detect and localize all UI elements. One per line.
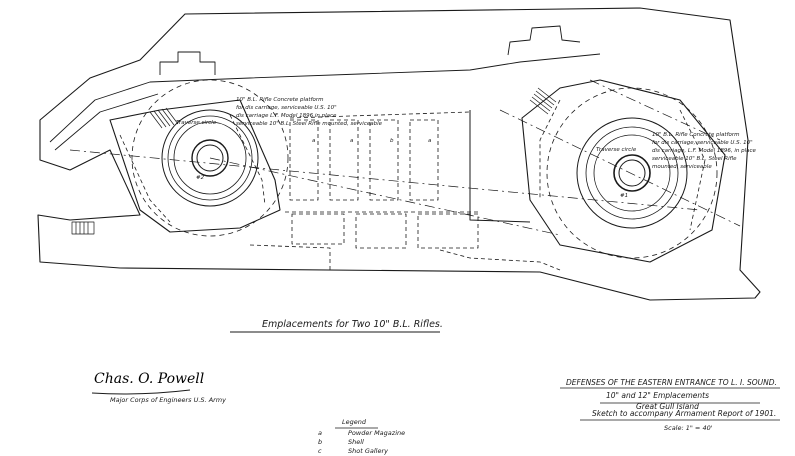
signature-flourish <box>91 389 191 395</box>
title-line-3: Great Gull Island <box>636 402 699 411</box>
legend: Legend a Powder Magazine b Shell c Shot … <box>318 418 405 455</box>
emplacement-1-outline <box>521 79 726 263</box>
room-letter: b <box>390 138 394 144</box>
title-line-1: DEFENSES OF THE EASTERN ENTRANCE TO L. I… <box>566 378 777 387</box>
top-traverse-right <box>507 25 581 56</box>
stairs-left <box>149 107 179 129</box>
legend-label: Powder Magazine <box>348 429 405 437</box>
traverse-label-left: Traverse circle <box>176 120 217 126</box>
emplacement-number-left: #2 <box>196 175 205 181</box>
signature-name: Chas. O. Powell <box>94 371 204 387</box>
parapet-line <box>49 53 601 143</box>
gun-pit-right <box>613 154 651 192</box>
room-letter: a <box>428 138 432 144</box>
legend-key: b <box>318 438 322 446</box>
top-traverse-left <box>159 51 216 75</box>
title-line-4: Sketch to accompany Armament Report of 1… <box>592 409 776 418</box>
drawing-labels: 10" B.L. Rifle Concrete platform for dis… <box>176 97 757 330</box>
legend-key: c <box>318 447 322 455</box>
traverse-circle-left <box>131 79 289 237</box>
emplacement-2-outline <box>109 99 281 233</box>
signature-title: Major Corps of Engineers U.S. Army <box>110 396 226 404</box>
emp2-note-1: 10" B.L. Rifle Concrete platform <box>236 97 324 103</box>
legend-label: Shot Gallery <box>348 447 388 455</box>
emp1-note-2: for dis carriage, serviceable U.S. 10" <box>652 140 753 146</box>
emp2-note-4: serviceable 10" B.L. Steel Rifle mounted… <box>236 121 383 127</box>
emp1-note-3: dis carriage, L.F. Model 1896, in place <box>652 148 757 154</box>
traverse-label-right: Traverse circle <box>596 147 637 153</box>
emp2-note-2: for dis carriage, serviceable U.S. 10" <box>236 105 337 111</box>
room-letter: a <box>350 138 354 144</box>
magazine-rooms <box>249 111 561 271</box>
signature-block: Chas. O. Powell Major Corps of Engineers… <box>94 371 226 404</box>
room-letter: a <box>312 138 316 144</box>
emp2-note-3: dis carriage L.F. Model 1896 in place <box>236 113 337 119</box>
title-line-2: 10" and 12" Emplacements <box>606 391 709 400</box>
drawing-caption: Emplacements for Two 10" B.L. Rifles. <box>262 319 443 330</box>
title-block-rules <box>560 387 780 421</box>
legend-key: a <box>318 429 322 437</box>
title-line-5: Scale: 1" = 40' <box>664 424 713 432</box>
stairs-right <box>529 87 557 115</box>
legend-label: Shell <box>348 438 364 446</box>
legend-title: Legend <box>342 418 367 426</box>
emp1-note-5: mounted, serviceable <box>652 164 712 170</box>
emp1-note-1: 10" B.L. Rifle Concrete platform <box>652 132 740 138</box>
traverse-circle-right <box>546 87 718 259</box>
fort-outline <box>37 7 761 301</box>
fire-lines <box>69 79 741 236</box>
gun-pit-left <box>191 139 229 177</box>
title-block: DEFENSES OF THE EASTERN ENTRANCE TO L. I… <box>566 378 777 432</box>
emplacement-number-right: #1 <box>620 193 628 199</box>
emp1-note-4: serviceable 10" B.L. Steel Rifle <box>652 156 737 162</box>
stairs-bottom-left <box>71 221 95 235</box>
